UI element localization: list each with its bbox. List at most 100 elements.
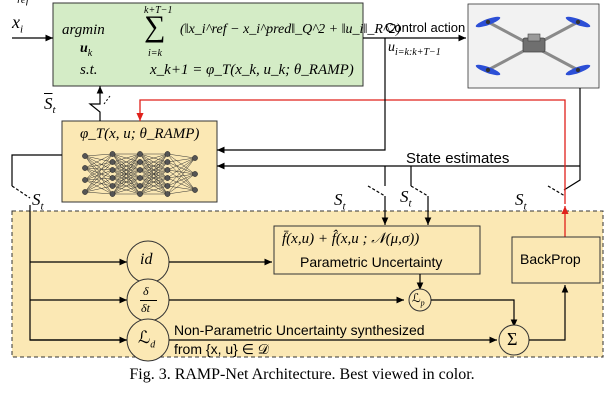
nn-edge: [84, 179, 113, 187]
nonparam-line2: from {x, u} ∈ 𝒟: [174, 341, 269, 357]
control-action-label: Control action: [385, 20, 466, 35]
nn-edge: [139, 153, 168, 179]
nn-node: [109, 183, 116, 189]
nn-node: [137, 183, 143, 189]
mpc-sum-lower: i=k: [148, 48, 162, 59]
nn-edge: [84, 153, 113, 193]
nn-edge: [84, 161, 113, 169]
parametric-uncertainty-box: [273, 225, 481, 275]
nn-edge: [84, 155, 113, 163]
nn-edge: [112, 153, 141, 195]
st-label-right: St: [515, 190, 527, 213]
nn-edge: [84, 161, 113, 193]
st-label-mid2: St: [400, 187, 412, 210]
nn-node: [137, 167, 143, 173]
id-label: id: [140, 251, 153, 268]
figure-caption: Fig. 3. RAMP-Net Architecture. Best view…: [129, 366, 475, 383]
mpc-box: [52, 2, 364, 87]
nn-edge: [84, 153, 113, 181]
nn-node: [109, 191, 116, 197]
backprop-label: BackProp: [520, 251, 581, 267]
nonparam-line1: Non-Parametric Uncertainty synthesized: [174, 322, 425, 338]
nn-edge: [167, 157, 196, 171]
nn-edge: [139, 153, 168, 163]
nn-node: [82, 177, 88, 183]
st-label-mid1: St: [334, 190, 346, 213]
nn-node: [137, 191, 143, 197]
nn-node: [137, 151, 143, 157]
nn-edge: [84, 185, 113, 193]
mpc-cost: (‖x_i^ref − x_i^pred‖_Q^2 + ‖u_i‖_R^2): [180, 22, 401, 37]
nn-edge: [167, 173, 196, 187]
nn-edge: [167, 153, 196, 159]
nn-edge: [84, 169, 113, 181]
nn-edge: [112, 177, 141, 195]
nn-edge: [167, 157, 196, 195]
nn-node: [192, 171, 198, 177]
nn-edge: [112, 153, 141, 179]
nn-node: [137, 159, 143, 165]
nn-edge: [112, 153, 141, 171]
drone-output-line: [563, 88, 581, 191]
nn-edge: [84, 161, 113, 181]
nn-edge: [167, 157, 196, 163]
mpc-argmin-var: uk: [80, 41, 93, 59]
nn-edge: [167, 185, 196, 191]
drone-icon: [467, 3, 600, 89]
mpc-constraint: x_k+1 = φ_T(x_k, u_k; θ_RAMP): [150, 62, 354, 78]
nn-node: [109, 159, 116, 165]
nn-edge: [139, 185, 168, 195]
nn-edge: [139, 169, 168, 195]
nn-edge: [112, 161, 141, 195]
nn-edge: [139, 161, 168, 195]
nn-edge: [84, 191, 113, 195]
parametric-formula: f̄(x,u) + f̂(x,u ; 𝒩(μ,σ)): [282, 231, 420, 247]
sbar-feedback-line: [88, 86, 104, 121]
mpc-to-model-line: [217, 38, 386, 154]
derivative-bar: [140, 300, 157, 301]
nn-node: [164, 159, 171, 165]
neural-network-icon: [82, 151, 198, 197]
mpc-sum-upper: k+T−1: [144, 5, 173, 16]
nn-node: [164, 191, 171, 197]
nn-edge: [84, 177, 113, 193]
nn-node: [164, 167, 171, 173]
nn-edge: [112, 153, 141, 187]
nn-node: [164, 175, 171, 181]
parametric-label: Parametric Uncertainty: [300, 254, 443, 270]
state-estimates-label: State estimates: [406, 150, 510, 167]
nn-edge: [167, 173, 196, 195]
nn-node: [82, 165, 88, 171]
sbar-label: St: [44, 94, 56, 117]
nn-edge: [139, 177, 168, 195]
nn-node: [109, 167, 116, 173]
nn-node: [109, 151, 116, 157]
input-label: xiref: [12, 0, 29, 36]
nn-edge: [84, 179, 113, 195]
nn-node: [164, 183, 171, 189]
nn-edge: [84, 167, 113, 171]
nn-node: [192, 187, 198, 193]
backprop-box: [511, 236, 601, 284]
nn-edge: [167, 157, 196, 179]
nn-edge: [112, 169, 141, 195]
red-feedback-line: [136, 99, 566, 204]
nn-node: [192, 155, 198, 161]
mpc-st: s.t.: [80, 62, 98, 78]
st-label-left: St: [32, 190, 44, 213]
nn-edge: [139, 153, 168, 171]
nn-node: [82, 153, 88, 159]
nn-edge: [84, 155, 113, 171]
nn-edge: [84, 177, 113, 181]
derivative-top: δ: [143, 284, 149, 298]
nn-edge: [112, 153, 141, 163]
ld-label: ℒd: [138, 328, 156, 351]
nn-edge: [84, 153, 113, 169]
left-st-line: [11, 154, 62, 186]
mpc-sum-symbol: ∑: [144, 10, 166, 43]
nn-edge: [139, 153, 168, 187]
mpc-argmin: argmin: [62, 22, 105, 38]
nn-edge: [112, 185, 141, 195]
model-label: φ_T(x, u; θ_RAMP): [80, 126, 200, 142]
